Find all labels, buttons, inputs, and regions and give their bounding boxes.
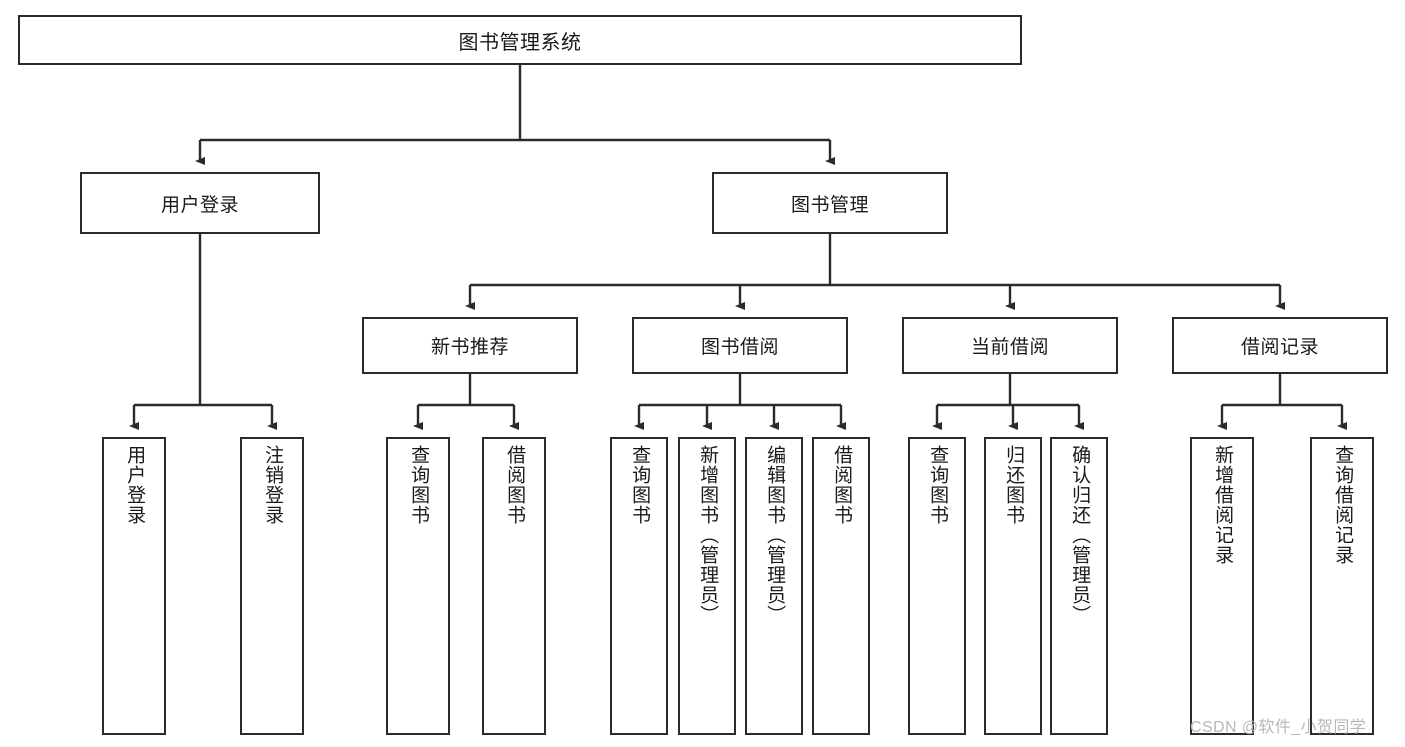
node-label: 编辑图书（管理员） [764,445,786,625]
node-l8[interactable]: 借阅图书 [812,437,870,735]
node-borrow[interactable]: 图书借阅 [632,317,848,374]
node-l10[interactable]: 归还图书 [984,437,1042,735]
node-label: 借阅记录 [1240,337,1319,358]
node-label: 图书管理系统 [458,31,582,54]
node-label: 新增借阅记录 [1212,445,1234,565]
node-label: 图书借阅 [700,337,779,358]
node-l2[interactable]: 注销登录 [240,437,304,735]
node-current[interactable]: 当前借阅 [902,317,1118,374]
node-label: 查询借阅记录 [1332,445,1354,565]
node-label: 查询图书 [629,445,651,525]
node-label: 新增图书（管理员） [697,445,719,625]
node-bookmgmt[interactable]: 图书管理 [712,172,948,234]
node-records[interactable]: 借阅记录 [1172,317,1388,374]
node-label: 新书推荐 [430,337,509,358]
node-newbook[interactable]: 新书推荐 [362,317,578,374]
node-l3[interactable]: 查询图书 [386,437,450,735]
node-l4[interactable]: 借阅图书 [482,437,546,735]
node-l6[interactable]: 新增图书（管理员） [678,437,736,735]
node-l5[interactable]: 查询图书 [610,437,668,735]
node-label: 确认归还（管理员） [1069,445,1091,625]
node-label: 借阅图书 [831,445,853,525]
node-label: 图书管理 [790,194,869,216]
node-label: 查询图书 [408,445,430,525]
node-label: 查询图书 [927,445,949,525]
node-root[interactable]: 图书管理系统 [18,15,1022,65]
node-label: 用户登录 [124,445,146,525]
node-l7[interactable]: 编辑图书（管理员） [745,437,803,735]
node-label: 用户登录 [160,194,239,216]
node-label: 归还图书 [1003,445,1025,525]
node-l13[interactable]: 查询借阅记录 [1310,437,1374,735]
node-l11[interactable]: 确认归还（管理员） [1050,437,1108,735]
node-label: 借阅图书 [504,445,526,525]
node-l9[interactable]: 查询图书 [908,437,966,735]
node-label: 当前借阅 [970,337,1049,358]
node-l12[interactable]: 新增借阅记录 [1190,437,1254,735]
node-l1[interactable]: 用户登录 [102,437,166,735]
node-login[interactable]: 用户登录 [80,172,320,234]
csdn-watermark: CSDN @软件_小贺同学 [1190,719,1367,736]
node-label: 注销登录 [262,445,284,525]
